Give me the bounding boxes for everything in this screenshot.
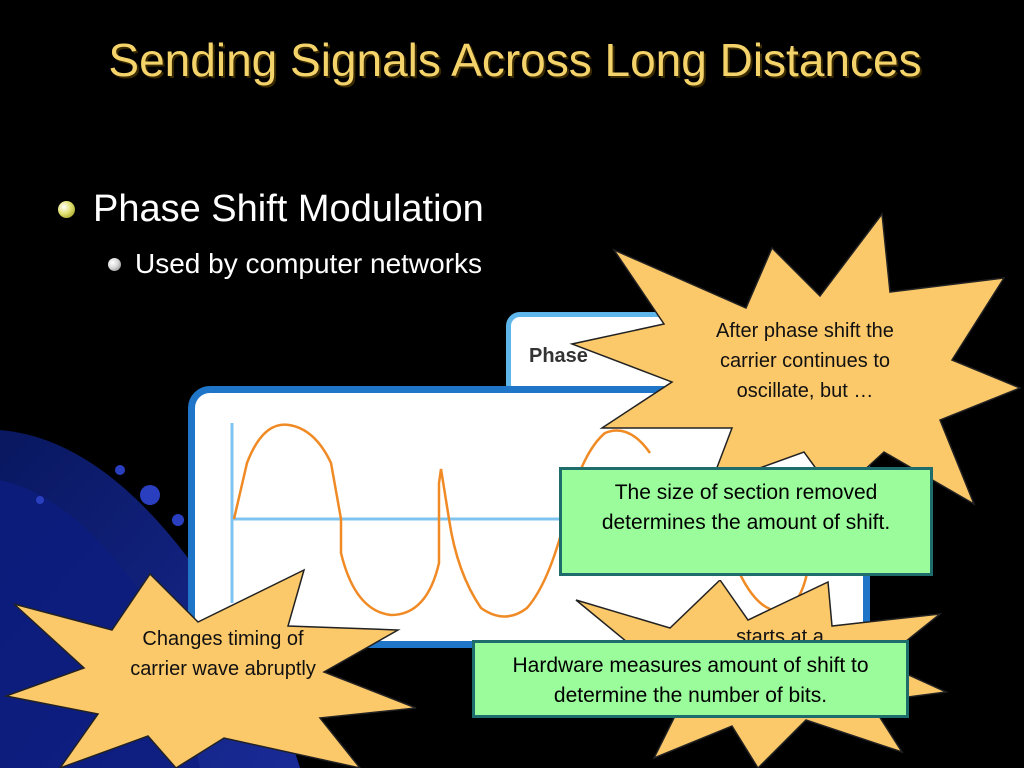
left-star-callout <box>3 568 417 768</box>
green-box-top: The size of section removed determines t… <box>559 467 933 576</box>
bullet-main-text: Phase Shift Modulation <box>93 188 484 230</box>
top-star-text: After phase shift the carrier continues … <box>716 320 894 402</box>
bullet-dot-icon <box>58 200 75 218</box>
left-star-text: Changes timing of carrier wave abruptly <box>130 628 316 680</box>
top-star-callout <box>569 212 1022 506</box>
figure-tab-label: Phase <box>529 345 588 367</box>
bullet-sub: Used by computer networks <box>108 246 482 282</box>
green-box-bottom: Hardware measures amount of shift to det… <box>472 640 909 718</box>
bullet-main: Phase Shift Modulation <box>58 186 484 232</box>
bullet-dot-icon <box>108 257 121 271</box>
bullet-sub-text: Used by computer networks <box>135 248 483 279</box>
slide-title: Sending Signals Across Long Distances <box>108 34 922 86</box>
